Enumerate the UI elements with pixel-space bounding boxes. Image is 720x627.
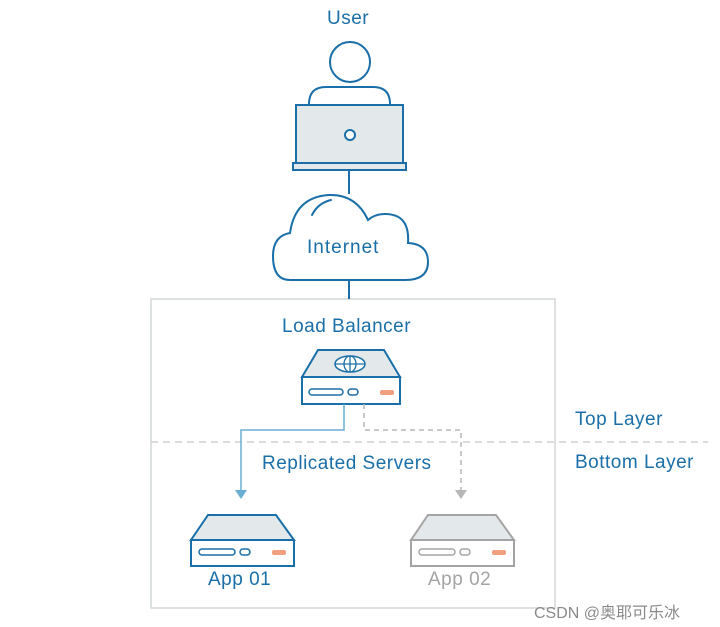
internet-label: Internet [307,237,380,258]
app-02-label: App 02 [428,569,492,590]
watermark: CSDN @奥耶可乐冰 [534,605,681,622]
app-02-server-icon [409,514,516,567]
laptop-icon [292,104,407,171]
bottom-layer-label: Bottom Layer [575,452,694,473]
cloud-icon [271,193,430,281]
app-01-label: App 01 [208,569,272,590]
user-icon [308,41,391,105]
infrastructure-frame [150,298,556,609]
replicated-servers-label: Replicated Servers [262,453,432,474]
globe-icon [334,355,366,373]
arrow-to-app-02 [363,404,467,499]
arrow-to-app-01 [235,404,345,499]
user-label: User [327,8,370,29]
top-layer-label: Top Layer [575,409,663,430]
app-01-server-icon [189,514,296,567]
load-balancer-label: Load Balancer [282,316,412,337]
